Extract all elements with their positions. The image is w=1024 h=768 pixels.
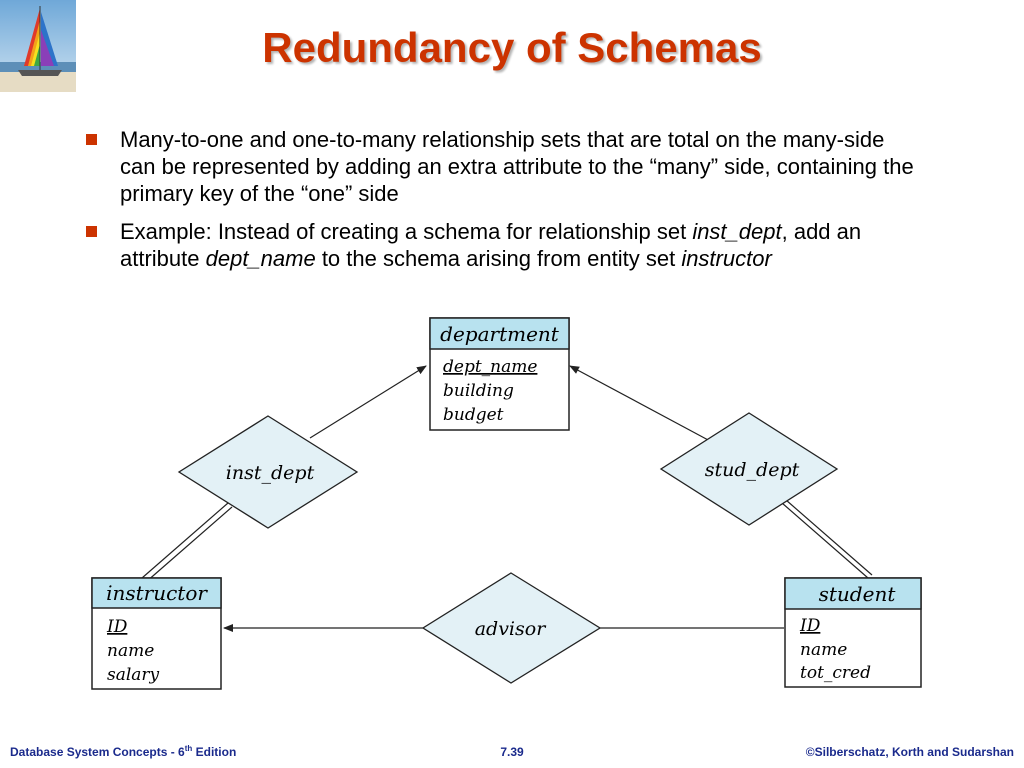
- footer-left-suffix: Edition: [192, 745, 237, 759]
- relationship-advisor: advisor: [421, 572, 602, 684]
- relationship-advisor-label: advisor: [475, 618, 547, 640]
- inst-dept-to-department-arrow: [309, 365, 427, 439]
- bullet-text-2b: , add an attribute: [120, 219, 862, 271]
- footer-left-sup: th: [184, 744, 193, 753]
- student-attr-name: name: [800, 640, 847, 660]
- book-logo-sailboat-icon: [0, 0, 76, 92]
- entity-student: student ID name tot_cred: [784, 577, 922, 688]
- instructor-attr-salary: salary: [107, 665, 160, 685]
- student-attr-tot-cred: tot_cred: [800, 663, 871, 683]
- bullet-square-icon: [86, 134, 97, 145]
- bullet-italic-dept-name: dept_name: [205, 246, 316, 271]
- bullet-list: Many-to-one and one-to-many relationship…: [84, 126, 924, 283]
- stud-dept-to-student-line: [781, 502, 869, 579]
- bullet-italic-instructor: instructor: [681, 246, 772, 271]
- footer-slide-number: 7.39: [500, 745, 524, 759]
- footer-book-title: Database System Concepts - 6th Edition: [10, 744, 237, 760]
- inst-dept-to-instructor-line-2: [145, 506, 233, 583]
- stud-dept-to-department-arrow: [569, 365, 711, 442]
- bullet-square-icon: [86, 226, 97, 237]
- relationship-stud-dept-label: stud_dept: [705, 459, 800, 481]
- entity-instructor-name: instructor: [106, 581, 208, 605]
- slide-title: Redundancy of Schemas: [262, 24, 762, 71]
- bullet-item-1: Many-to-one and one-to-many relationship…: [84, 126, 924, 207]
- inst-dept-to-instructor-line: [141, 502, 229, 579]
- stud-dept-to-student-line-2: [785, 499, 873, 576]
- department-attr-budget: budget: [443, 405, 504, 425]
- student-attr-id: ID: [799, 616, 821, 636]
- footer-left-text: Database System Concepts - 6: [10, 745, 185, 759]
- er-connectors: [141, 365, 873, 632]
- bullet-italic-inst-dept: inst_dept: [692, 219, 782, 244]
- instructor-attr-name: name: [107, 641, 154, 661]
- relationship-inst-dept-label: inst_dept: [226, 462, 315, 484]
- bullet-text-2a: Example: Instead of creating a schema fo…: [120, 219, 693, 244]
- department-attr-dept-name: dept_name: [443, 357, 537, 377]
- entity-student-name: student: [819, 582, 897, 606]
- relationship-stud-dept: stud_dept: [659, 412, 839, 526]
- relationship-inst-dept: inst_dept: [177, 415, 359, 529]
- entity-department: department dept_name building budget: [429, 317, 570, 431]
- er-diagram: department dept_name building budget ins…: [91, 317, 922, 690]
- bullet-text-2c: to the schema arising from entity set: [315, 246, 682, 271]
- entity-instructor: instructor ID name salary: [91, 577, 222, 690]
- entity-department-name: department: [440, 322, 560, 346]
- bullet-text-1: Many-to-one and one-to-many relationship…: [120, 127, 914, 206]
- department-attr-building: building: [443, 381, 514, 401]
- instructor-attr-id: ID: [106, 617, 128, 637]
- bullet-item-2: Example: Instead of creating a schema fo…: [84, 218, 924, 272]
- footer-copyright: ©Silberschatz, Korth and Sudarshan: [805, 745, 1014, 759]
